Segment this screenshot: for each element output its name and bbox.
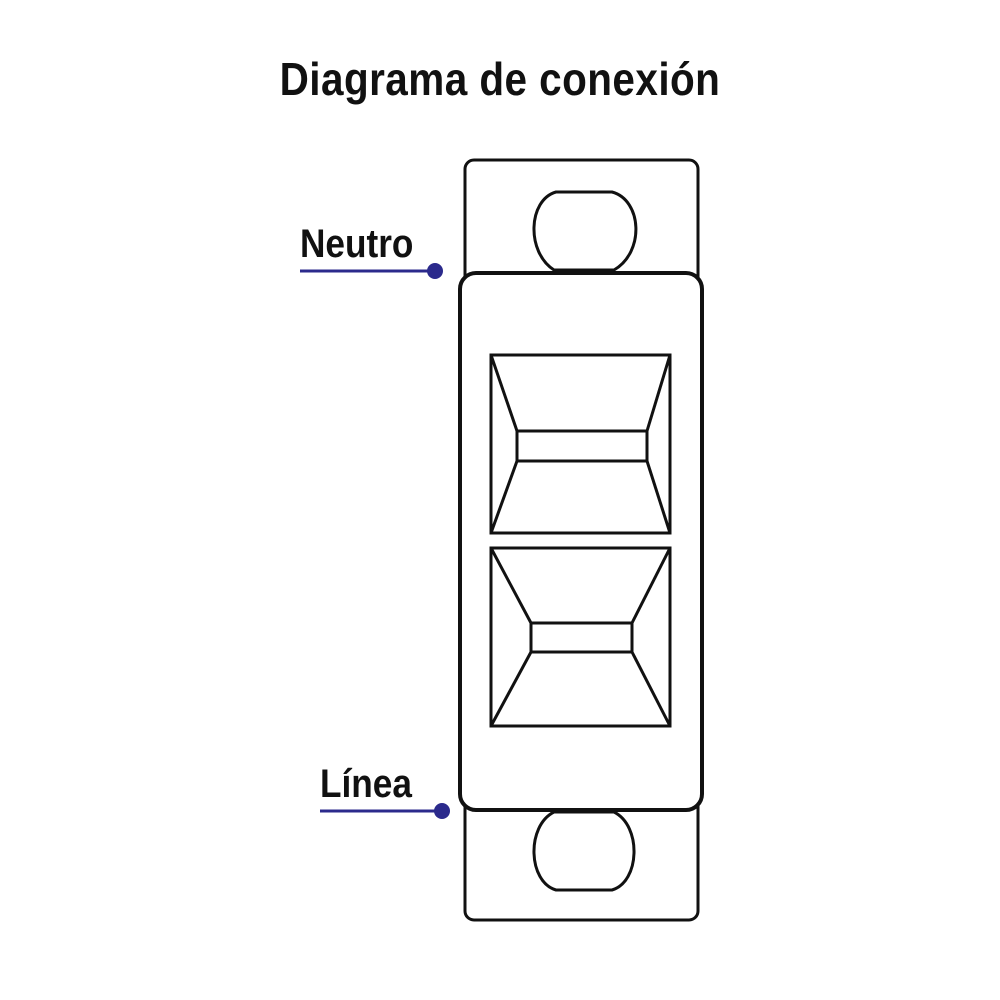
linea-label: Línea <box>320 762 412 806</box>
upper-outlet <box>489 353 672 535</box>
neutro-label: Neutro <box>300 222 414 266</box>
top-screw-hole <box>532 190 638 272</box>
diagram-title: Diagrama de conexión <box>279 53 721 105</box>
neutro-terminal-dot <box>427 263 443 279</box>
bottom-screw-hole <box>532 810 636 892</box>
lower-outlet <box>489 546 672 728</box>
linea-terminal-dot <box>434 803 450 819</box>
